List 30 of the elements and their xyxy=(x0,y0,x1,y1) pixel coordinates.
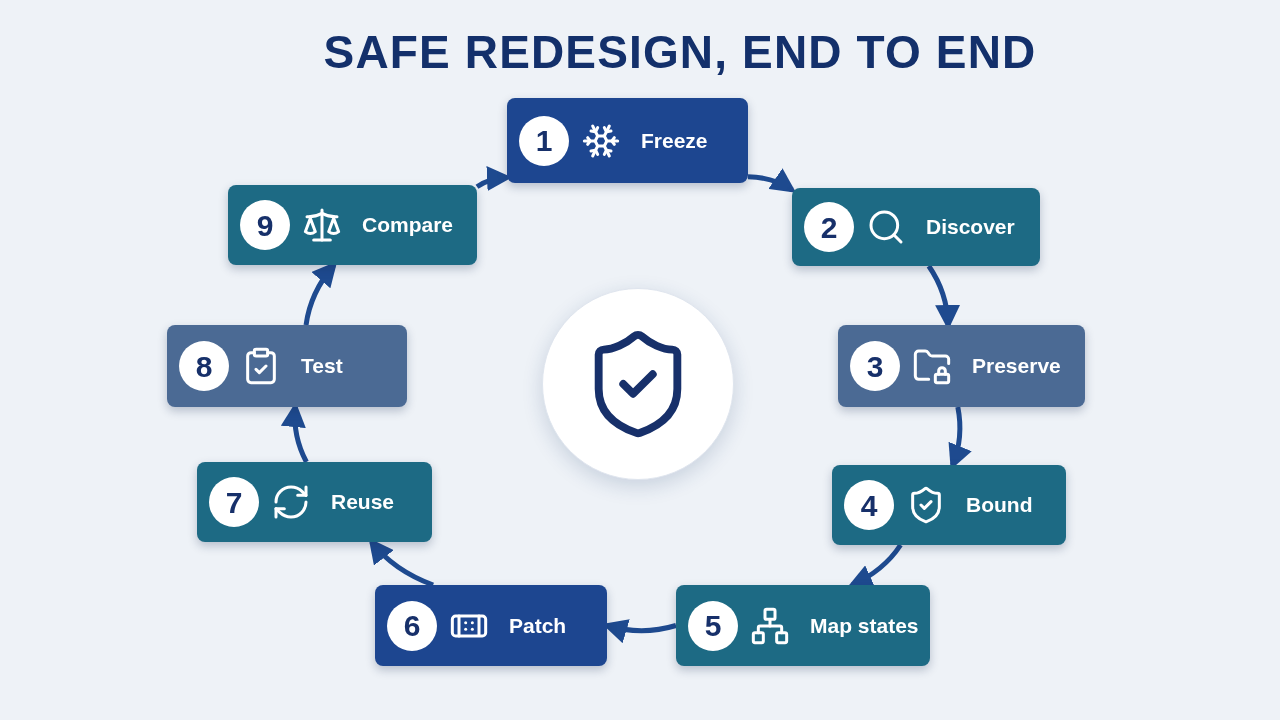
step-box xyxy=(167,325,407,407)
step-number: 3 xyxy=(850,341,900,391)
step-number: 8 xyxy=(179,341,229,391)
step-number: 6 xyxy=(387,600,437,651)
title: SAFE REDESIGN, END TO END xyxy=(322,25,1038,80)
arrow xyxy=(747,168,797,193)
step-label: Test xyxy=(301,353,343,380)
step-number: 5 xyxy=(688,600,738,651)
step-number: 9 xyxy=(240,200,290,250)
step-label: Reuse xyxy=(331,489,395,516)
step-label: Bound xyxy=(966,492,1033,519)
step-label: Compare xyxy=(362,212,454,239)
step-box xyxy=(792,188,1040,266)
step-box xyxy=(676,585,930,666)
step-box xyxy=(832,465,1066,545)
step-box xyxy=(507,98,748,183)
step-box xyxy=(375,585,607,666)
step-label: Discover xyxy=(926,214,1015,241)
step-number: 4 xyxy=(844,480,894,530)
step-number: 2 xyxy=(804,202,854,252)
step-box xyxy=(838,325,1085,407)
step-box xyxy=(228,185,477,265)
step-label: Freeze xyxy=(641,127,708,154)
step-box xyxy=(197,462,432,542)
arrow xyxy=(847,543,903,588)
step-number: 1 xyxy=(519,115,569,166)
step-label: Patch xyxy=(509,612,567,639)
step-number: 7 xyxy=(209,477,259,527)
step-label: Map states xyxy=(810,612,919,639)
step-label: Preserve xyxy=(972,353,1061,380)
